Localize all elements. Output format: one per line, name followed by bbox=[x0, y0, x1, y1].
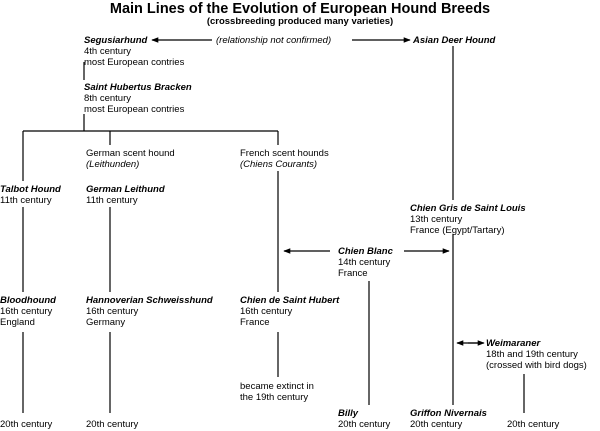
node-talbot-hound: Talbot Hound 11th century bbox=[0, 184, 61, 206]
node-saint-hubertus-bracken: Saint Hubertus Bracken 8th century most … bbox=[84, 82, 192, 115]
breed-era: 11th century bbox=[86, 195, 138, 206]
breed-name: Talbot Hound bbox=[0, 184, 61, 195]
node-chien-de-saint-hubert: Chien de Saint Hubert 16th century Franc… bbox=[240, 295, 339, 328]
group-name: French scent hounds bbox=[240, 148, 329, 159]
group-alias: (Chiens Courants) bbox=[240, 159, 318, 170]
node-bloodhound: Bloodhound 16th century England bbox=[0, 295, 56, 328]
node-chien-blanc: Chien Blanc 14th century France bbox=[338, 246, 393, 279]
breed-era: 8th century bbox=[84, 93, 131, 104]
breed-region: England bbox=[0, 317, 35, 328]
group-name: German scent hound bbox=[86, 148, 175, 159]
diagram-subtitle: (crossbreeding produced many varieties) bbox=[206, 16, 394, 27]
breed-name: Hannoverian Schweisshund bbox=[86, 295, 213, 306]
breed-name: Billy bbox=[338, 408, 359, 419]
node-weimaraner: Weimaraner 18th and 19th century (crosse… bbox=[486, 338, 587, 371]
breed-name: German Leithund bbox=[86, 184, 165, 195]
node-french-scent-hounds: French scent hounds (Chiens Courants) bbox=[240, 148, 329, 170]
breed-name: Chien Gris de Saint Louis bbox=[410, 203, 526, 214]
breed-note: (crossed with bird dogs) bbox=[486, 360, 587, 371]
node-extinct-note: became extinct in the 19th century bbox=[240, 381, 314, 403]
breed-name: Chien de Saint Hubert bbox=[240, 295, 340, 306]
breed-era: 11th century bbox=[0, 195, 52, 206]
breed-era: 4th century bbox=[84, 46, 131, 57]
node-chien-gris: Chien Gris de Saint Louis 13th century F… bbox=[410, 203, 526, 236]
breed-region: France bbox=[240, 317, 270, 328]
breed-era: 20th century bbox=[338, 419, 391, 430]
breed-era: 20th century bbox=[410, 419, 463, 430]
node-asian-deer-hound: Asian Deer Hound bbox=[413, 35, 495, 46]
bloodhound-20th-century: 20th century bbox=[0, 419, 53, 430]
breed-name: Weimaraner bbox=[486, 338, 541, 349]
breed-name: Segusiarhund bbox=[84, 35, 148, 46]
breed-name: Saint Hubertus Bracken bbox=[84, 82, 192, 93]
breed-era: 16th century bbox=[86, 306, 139, 317]
breed-era: 18th and 19th century bbox=[486, 349, 578, 360]
breed-name: Asian Deer Hound bbox=[413, 35, 496, 46]
node-billy: Billy 20th century bbox=[338, 408, 390, 430]
breed-region: France bbox=[338, 268, 368, 279]
node-german-leithund: German Leithund 11th century bbox=[86, 184, 165, 206]
breed-region: most European contries bbox=[84, 57, 185, 68]
node-german-scent-hound: German scent hound (Leithunden) bbox=[86, 148, 175, 170]
node-segusiarhund: Segusiarhund 4th century most European c… bbox=[84, 35, 184, 68]
node-hannoverian-schweisshund: Hannoverian Schweisshund 16th century Ge… bbox=[86, 295, 213, 328]
node-griffon-nivernais: Griffon Nivernais 20th century bbox=[410, 408, 487, 430]
breed-region: Germany bbox=[86, 317, 126, 328]
weimaraner-20th-century: 20th century bbox=[507, 419, 560, 430]
note-line: became extinct in bbox=[240, 381, 314, 392]
diagram-title: Main Lines of the Evolution of European … bbox=[109, 1, 491, 17]
breed-region: most European contries bbox=[84, 104, 185, 115]
note-line: the 19th century bbox=[240, 392, 309, 403]
breed-era: 16th century bbox=[240, 306, 293, 317]
breed-era: 16th century bbox=[0, 306, 53, 317]
breed-name: Chien Blanc bbox=[338, 246, 393, 257]
breed-era: 13th century bbox=[410, 214, 463, 225]
breed-region: France (Egypt/Tartary) bbox=[410, 225, 505, 236]
hannoverian-20th-century: 20th century bbox=[86, 419, 139, 430]
relationship-note: (relationship not confirmed) bbox=[216, 35, 332, 46]
breed-name: Griffon Nivernais bbox=[410, 408, 487, 419]
breed-name: Bloodhound bbox=[0, 295, 56, 306]
breed-era: 14th century bbox=[338, 257, 391, 268]
group-alias: (Leithunden) bbox=[86, 159, 140, 170]
